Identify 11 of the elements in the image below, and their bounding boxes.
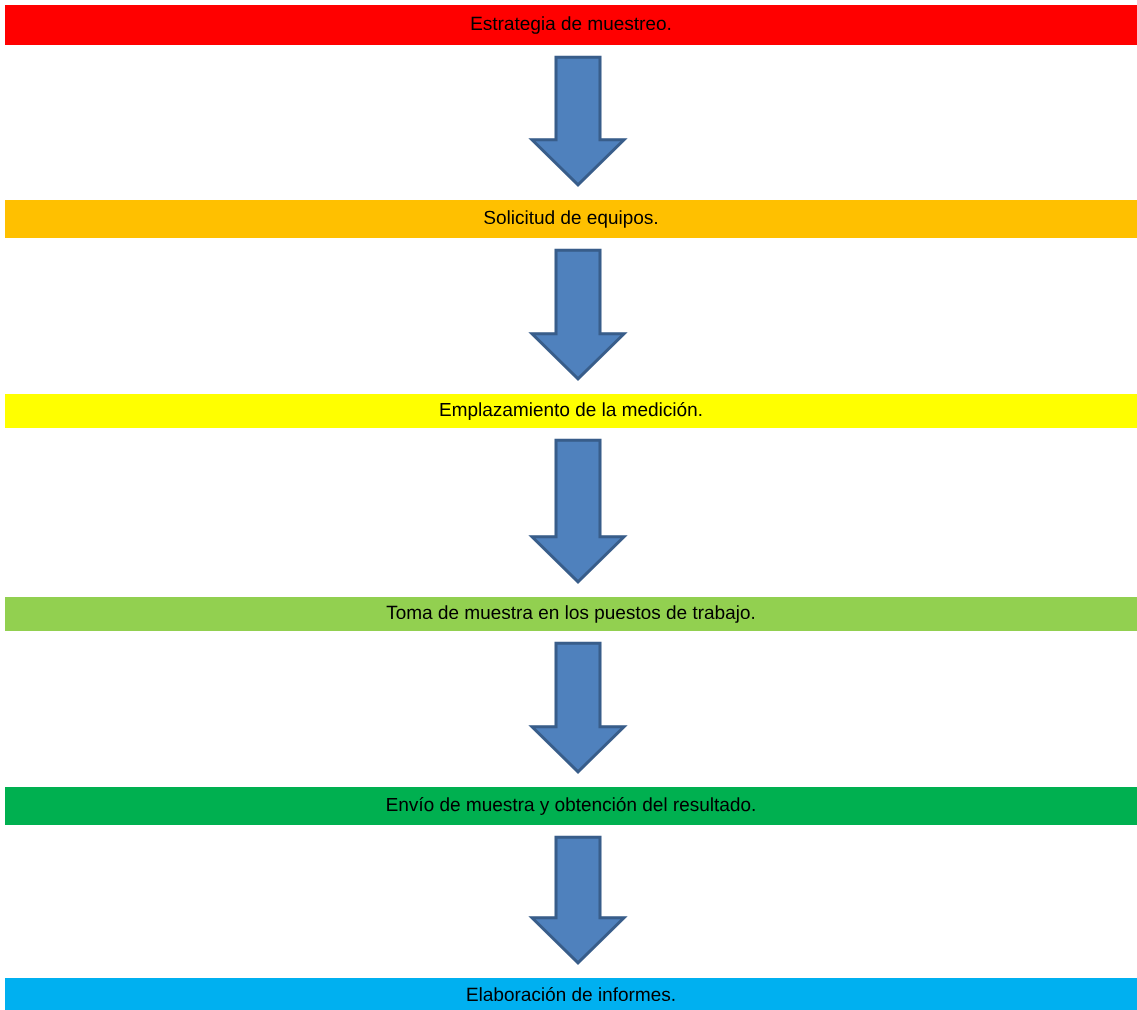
block-arrow <box>528 438 628 584</box>
step-band: Toma de muestra en los puestos de trabajo. <box>5 597 1137 631</box>
step-band: Emplazamiento de la medición. <box>5 394 1137 428</box>
block-arrow <box>528 835 628 965</box>
block-arrow <box>528 55 628 187</box>
step-band: Envío de muestra y obtención del resultado. <box>5 787 1137 825</box>
step-band: Solicitud de equipos. <box>5 200 1137 238</box>
step-band: Estrategia de muestreo. <box>5 5 1137 45</box>
block-arrow <box>528 641 628 774</box>
step-band: Elaboración de informes. <box>5 978 1137 1010</box>
block-arrow <box>528 248 628 381</box>
